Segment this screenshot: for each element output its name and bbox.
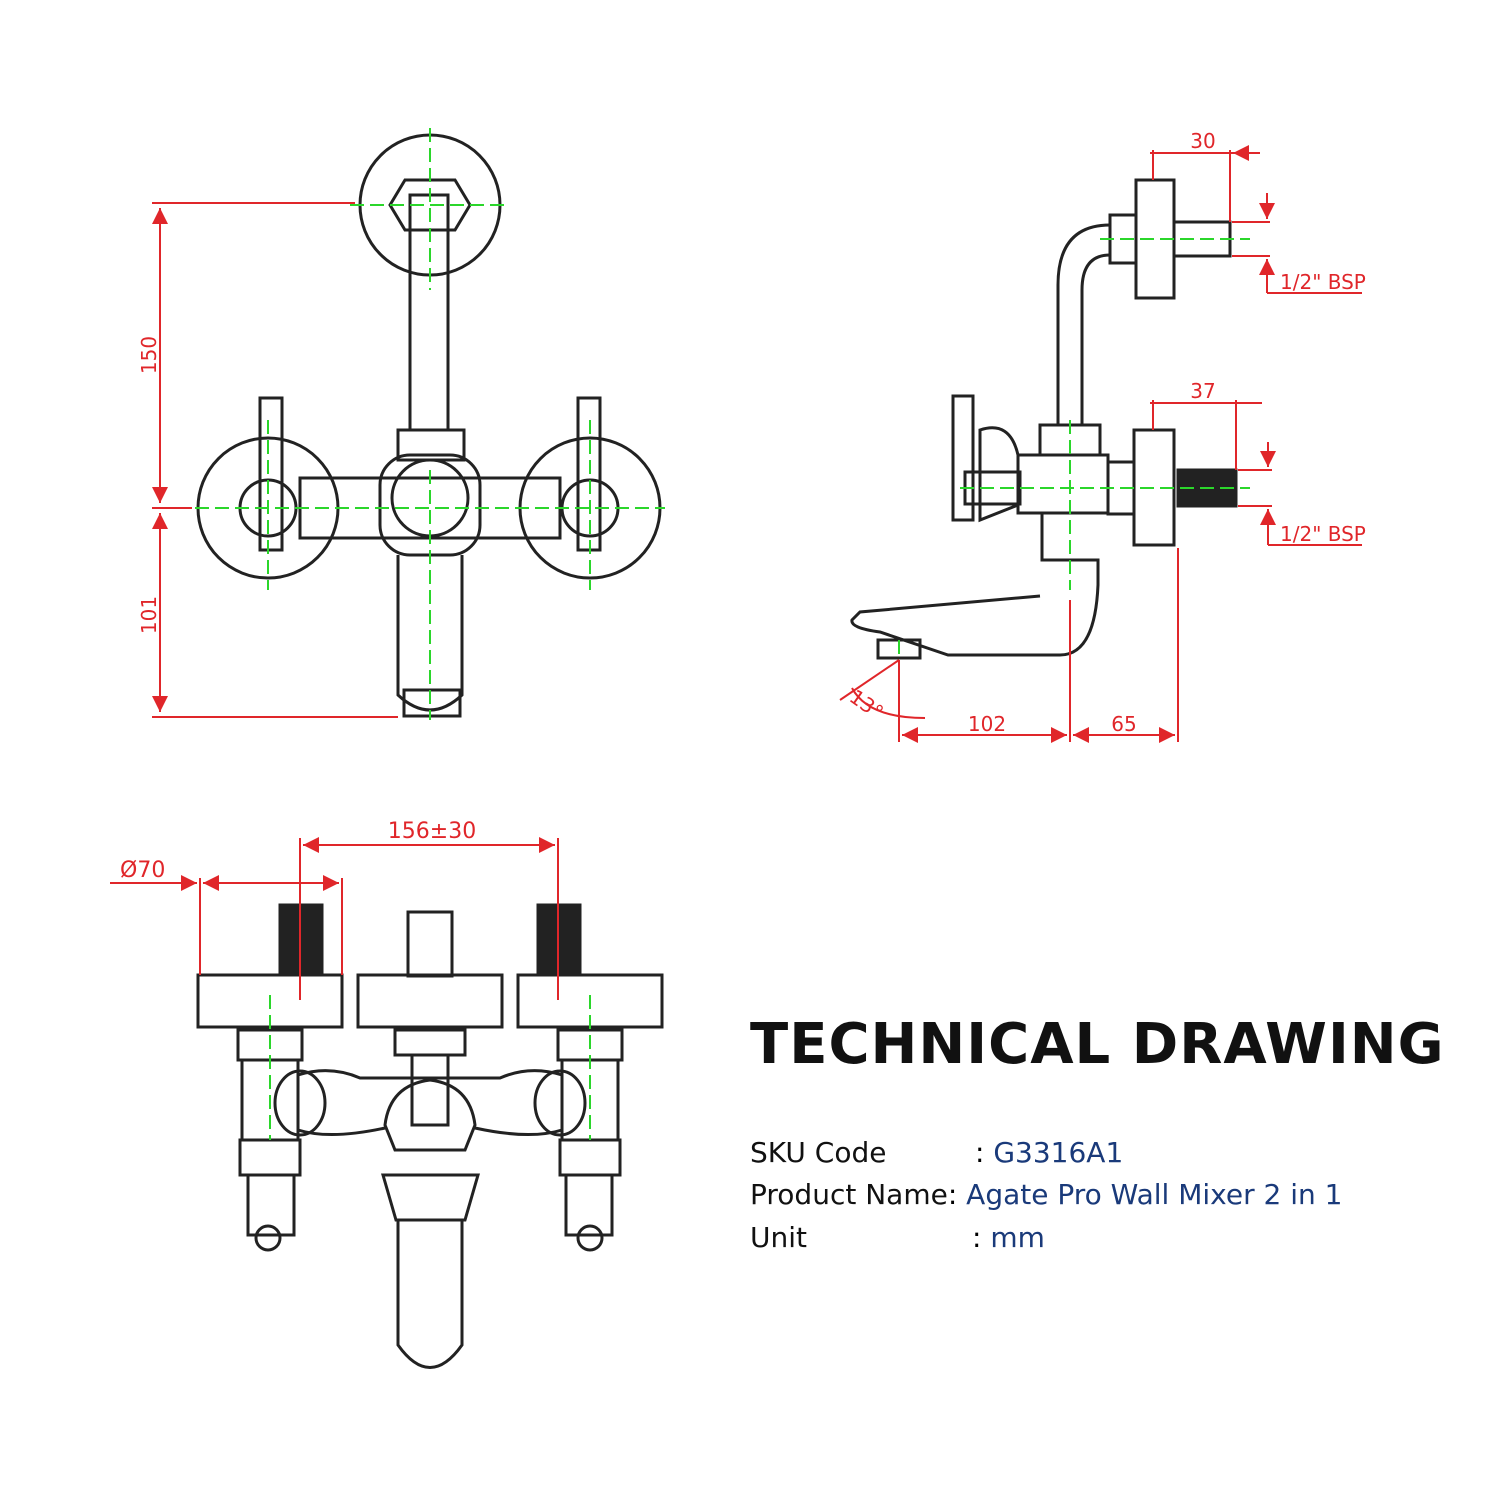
spec-row-product-name: Product Name: Agate Pro Wall Mixer 2 in … (750, 1178, 1342, 1211)
dim-side-mid-length: 37 (1190, 379, 1215, 403)
page-title: TECHNICAL DRAWING (750, 1012, 1445, 1077)
spec-row-unit: Unit: mm (750, 1221, 1045, 1254)
dim-front-lower-height: 101 (137, 596, 161, 634)
side-view-dimensions (839, 145, 1362, 743)
bottom-view (196, 903, 664, 1369)
spec-value-product-name: Agate Pro Wall Mixer 2 in 1 (966, 1178, 1343, 1211)
dim-side-top-length: 30 (1190, 129, 1215, 153)
spec-separator: : (947, 1178, 958, 1211)
dim-spout-angle: 13° (845, 684, 888, 724)
dim-inlet-centres: 156±30 (388, 819, 476, 844)
dim-flange-diameter: Ø70 (120, 858, 165, 883)
front-view-centerlines (195, 128, 665, 720)
dim-body-depth: 65 (1111, 712, 1136, 736)
spec-value-sku: G3316A1 (993, 1136, 1124, 1169)
dim-spout-reach: 102 (968, 712, 1006, 736)
spec-label: Product Name (750, 1178, 948, 1211)
bottom-view-dimensions (110, 837, 559, 1000)
spec-separator: : (975, 1136, 985, 1169)
spec-label: SKU Code (750, 1136, 887, 1169)
dim-side-mid-thread: 1/2" BSP (1280, 522, 1366, 546)
dim-front-upper-height: 150 (137, 336, 161, 374)
bottom-view-centerlines (269, 995, 591, 1140)
front-view-dimensions (152, 202, 398, 718)
spec-label: Unit (750, 1221, 807, 1254)
spec-value-unit: mm (990, 1221, 1045, 1254)
spec-row-sku: SKU Code: G3316A1 (750, 1136, 1123, 1169)
spec-separator: : (972, 1221, 982, 1254)
dim-side-top-thread: 1/2" BSP (1280, 270, 1366, 294)
